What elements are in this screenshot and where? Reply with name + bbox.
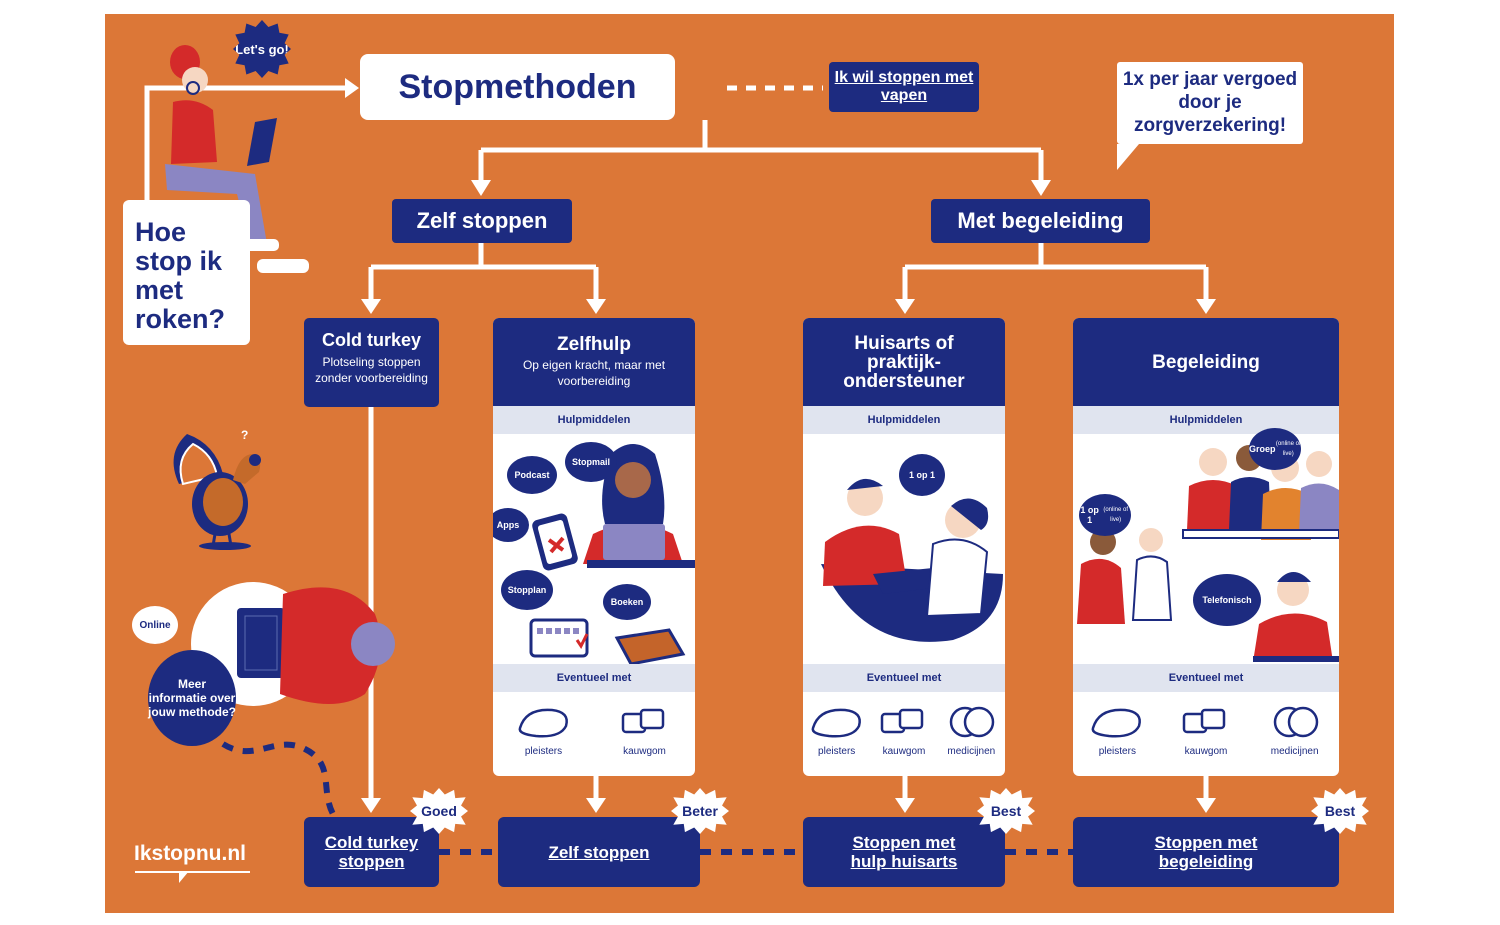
reimbursement-bubble: 1x per jaar vergoed door je zorgverzeker… xyxy=(1117,62,1303,170)
result-zelf-stoppen[interactable]: Zelf stoppen xyxy=(498,817,700,887)
aid-1op1-sub: (online of live) xyxy=(1103,507,1129,523)
extra-medicijnen-label: medicijnen xyxy=(947,746,996,757)
aid-boeken: Boeken xyxy=(603,584,651,620)
branch-zelf-stoppen: Zelf stoppen xyxy=(392,199,572,243)
begeleiding-eventueel-label: Eventueel met xyxy=(1073,664,1339,692)
extra-pleisters-label: pleisters xyxy=(1098,746,1136,757)
result-begeleiding[interactable]: Stoppen met begeleiding xyxy=(1073,817,1339,887)
vape-link[interactable]: Ik wil stoppen met vapen xyxy=(829,62,979,112)
aid-1op1: 1 op 1(online of live) xyxy=(1079,494,1131,536)
extra-kauwgom: kauwgom xyxy=(1171,704,1241,757)
result-cold-turkey[interactable]: Cold turkey stoppen xyxy=(304,817,439,887)
branch-met-begeleiding: Met begeleiding xyxy=(931,199,1150,243)
result-hulp-huisarts[interactable]: Stoppen met hulp huisarts xyxy=(803,817,1005,887)
method-cold-turkey: Cold turkey Plotseling stoppen zonder vo… xyxy=(304,318,439,407)
aid-groep-label: Groep xyxy=(1249,444,1276,454)
extra-pleisters: pleisters xyxy=(509,704,579,757)
aid-stopplan: Stopplan xyxy=(501,570,553,610)
zelfhulp-title: Zelfhulp xyxy=(557,334,631,355)
extra-medicijnen-label: medicijnen xyxy=(1270,746,1319,757)
zelfhulp-extras: pleisters kauwgom xyxy=(493,692,695,776)
extra-kauwgom: kauwgom xyxy=(870,704,937,757)
extra-kauwgom-label: kauwgom xyxy=(882,746,926,757)
huisarts-eventueel-label: Eventueel met xyxy=(803,664,1005,692)
gum-icon xyxy=(1182,708,1226,734)
extra-medicijnen: medicijnen xyxy=(938,704,1005,757)
patch-icon xyxy=(1091,708,1142,738)
pill-icon xyxy=(950,706,995,738)
extra-pleisters: pleisters xyxy=(1082,704,1152,757)
turkey-illustration xyxy=(173,434,261,550)
extra-pleisters-label: pleisters xyxy=(524,746,563,757)
turkey-question-mark: ? xyxy=(241,428,249,442)
begeleiding-title: Begeleiding xyxy=(1152,351,1260,373)
gum-icon xyxy=(621,708,664,734)
infographic-canvas: Let's go! Stopmethoden Ik wil stoppen me… xyxy=(105,14,1394,913)
zelfhulp-eventueel-label: Eventueel met xyxy=(493,664,695,692)
cold-turkey-title: Cold turkey xyxy=(321,330,422,350)
zelfhulp-scene xyxy=(529,444,695,666)
begeleiding-hulpmiddelen-label: Hulpmiddelen xyxy=(1073,406,1339,434)
zelfhulp-subtitle: Op eigen kracht, maar met voorbereiding xyxy=(522,358,666,388)
aid-groep: Groep(online of live) xyxy=(1249,428,1301,470)
patch-icon xyxy=(518,708,568,738)
extra-pleisters-label: pleisters xyxy=(818,746,856,757)
more-info-bubble[interactable]: Meer informatie over jouw methode? xyxy=(148,650,236,746)
extra-kauwgom-label: kauwgom xyxy=(1184,746,1228,757)
aid-groep-sub: (online of live) xyxy=(1275,441,1301,457)
cold-turkey-subtitle: Plotseling stoppen zonder voorbereiding xyxy=(315,355,428,385)
logo-underline xyxy=(135,871,250,883)
begeleiding-scene xyxy=(1077,445,1339,662)
extra-pleisters: pleisters xyxy=(803,704,870,757)
huisarts-hulpmiddelen-label: Hulpmiddelen xyxy=(803,406,1005,434)
aid-apps: Apps xyxy=(493,508,529,542)
page-title: Stopmethoden xyxy=(360,54,675,120)
zelfhulp-illustration: Podcast Stopmail Apps Stopplan Boeken xyxy=(493,434,695,666)
method-begeleiding: Begeleiding Hulpmiddelen xyxy=(1073,318,1339,776)
huisarts-scene xyxy=(821,478,1003,642)
aid-stopmail: Stopmail xyxy=(565,442,617,482)
method-zelfhulp: Zelfhulp Op eigen kracht, maar met voorb… xyxy=(493,318,695,776)
aid-podcast: Podcast xyxy=(507,456,557,494)
method-huisarts: Huisarts of praktijk-ondersteuner Hulpmi… xyxy=(803,318,1005,776)
begeleiding-header: Begeleiding xyxy=(1073,318,1339,406)
aid-1op1-label: 1 op 1 xyxy=(1080,505,1099,525)
patch-icon xyxy=(811,708,861,738)
begeleiding-extras: pleisters kauwgom medicijnen xyxy=(1073,692,1339,776)
zelfhulp-hulpmiddelen-label: Hulpmiddelen xyxy=(493,406,695,434)
lets-go-badge: Let's go! xyxy=(233,20,291,78)
site-logo[interactable]: Ikstopnu.nl xyxy=(134,842,246,865)
gum-icon xyxy=(880,708,924,734)
extra-kauwgom-label: kauwgom xyxy=(623,746,666,757)
question-box: Hoe stop ik met roken? xyxy=(123,200,250,345)
huisarts-header: Huisarts of praktijk-ondersteuner xyxy=(803,318,1005,406)
zelfhulp-header: Zelfhulp Op eigen kracht, maar met voorb… xyxy=(493,318,695,406)
pill-icon xyxy=(1273,706,1318,738)
online-bubble: Online xyxy=(132,606,178,644)
aid-telefonisch: Telefonisch xyxy=(1193,574,1261,626)
aid-1op1: 1 op 1 xyxy=(899,454,945,496)
extra-kauwgom: kauwgom xyxy=(610,704,680,757)
huisarts-extras: pleisters kauwgom medicijnen xyxy=(803,692,1005,776)
huisarts-title: Huisarts of praktijk-ondersteuner xyxy=(843,332,965,392)
extra-medicijnen: medicijnen xyxy=(1260,704,1330,757)
begeleiding-illustration: Groep(online of live) 1 op 1(online of l… xyxy=(1073,428,1339,664)
huisarts-illustration: 1 op 1 xyxy=(803,434,1005,664)
